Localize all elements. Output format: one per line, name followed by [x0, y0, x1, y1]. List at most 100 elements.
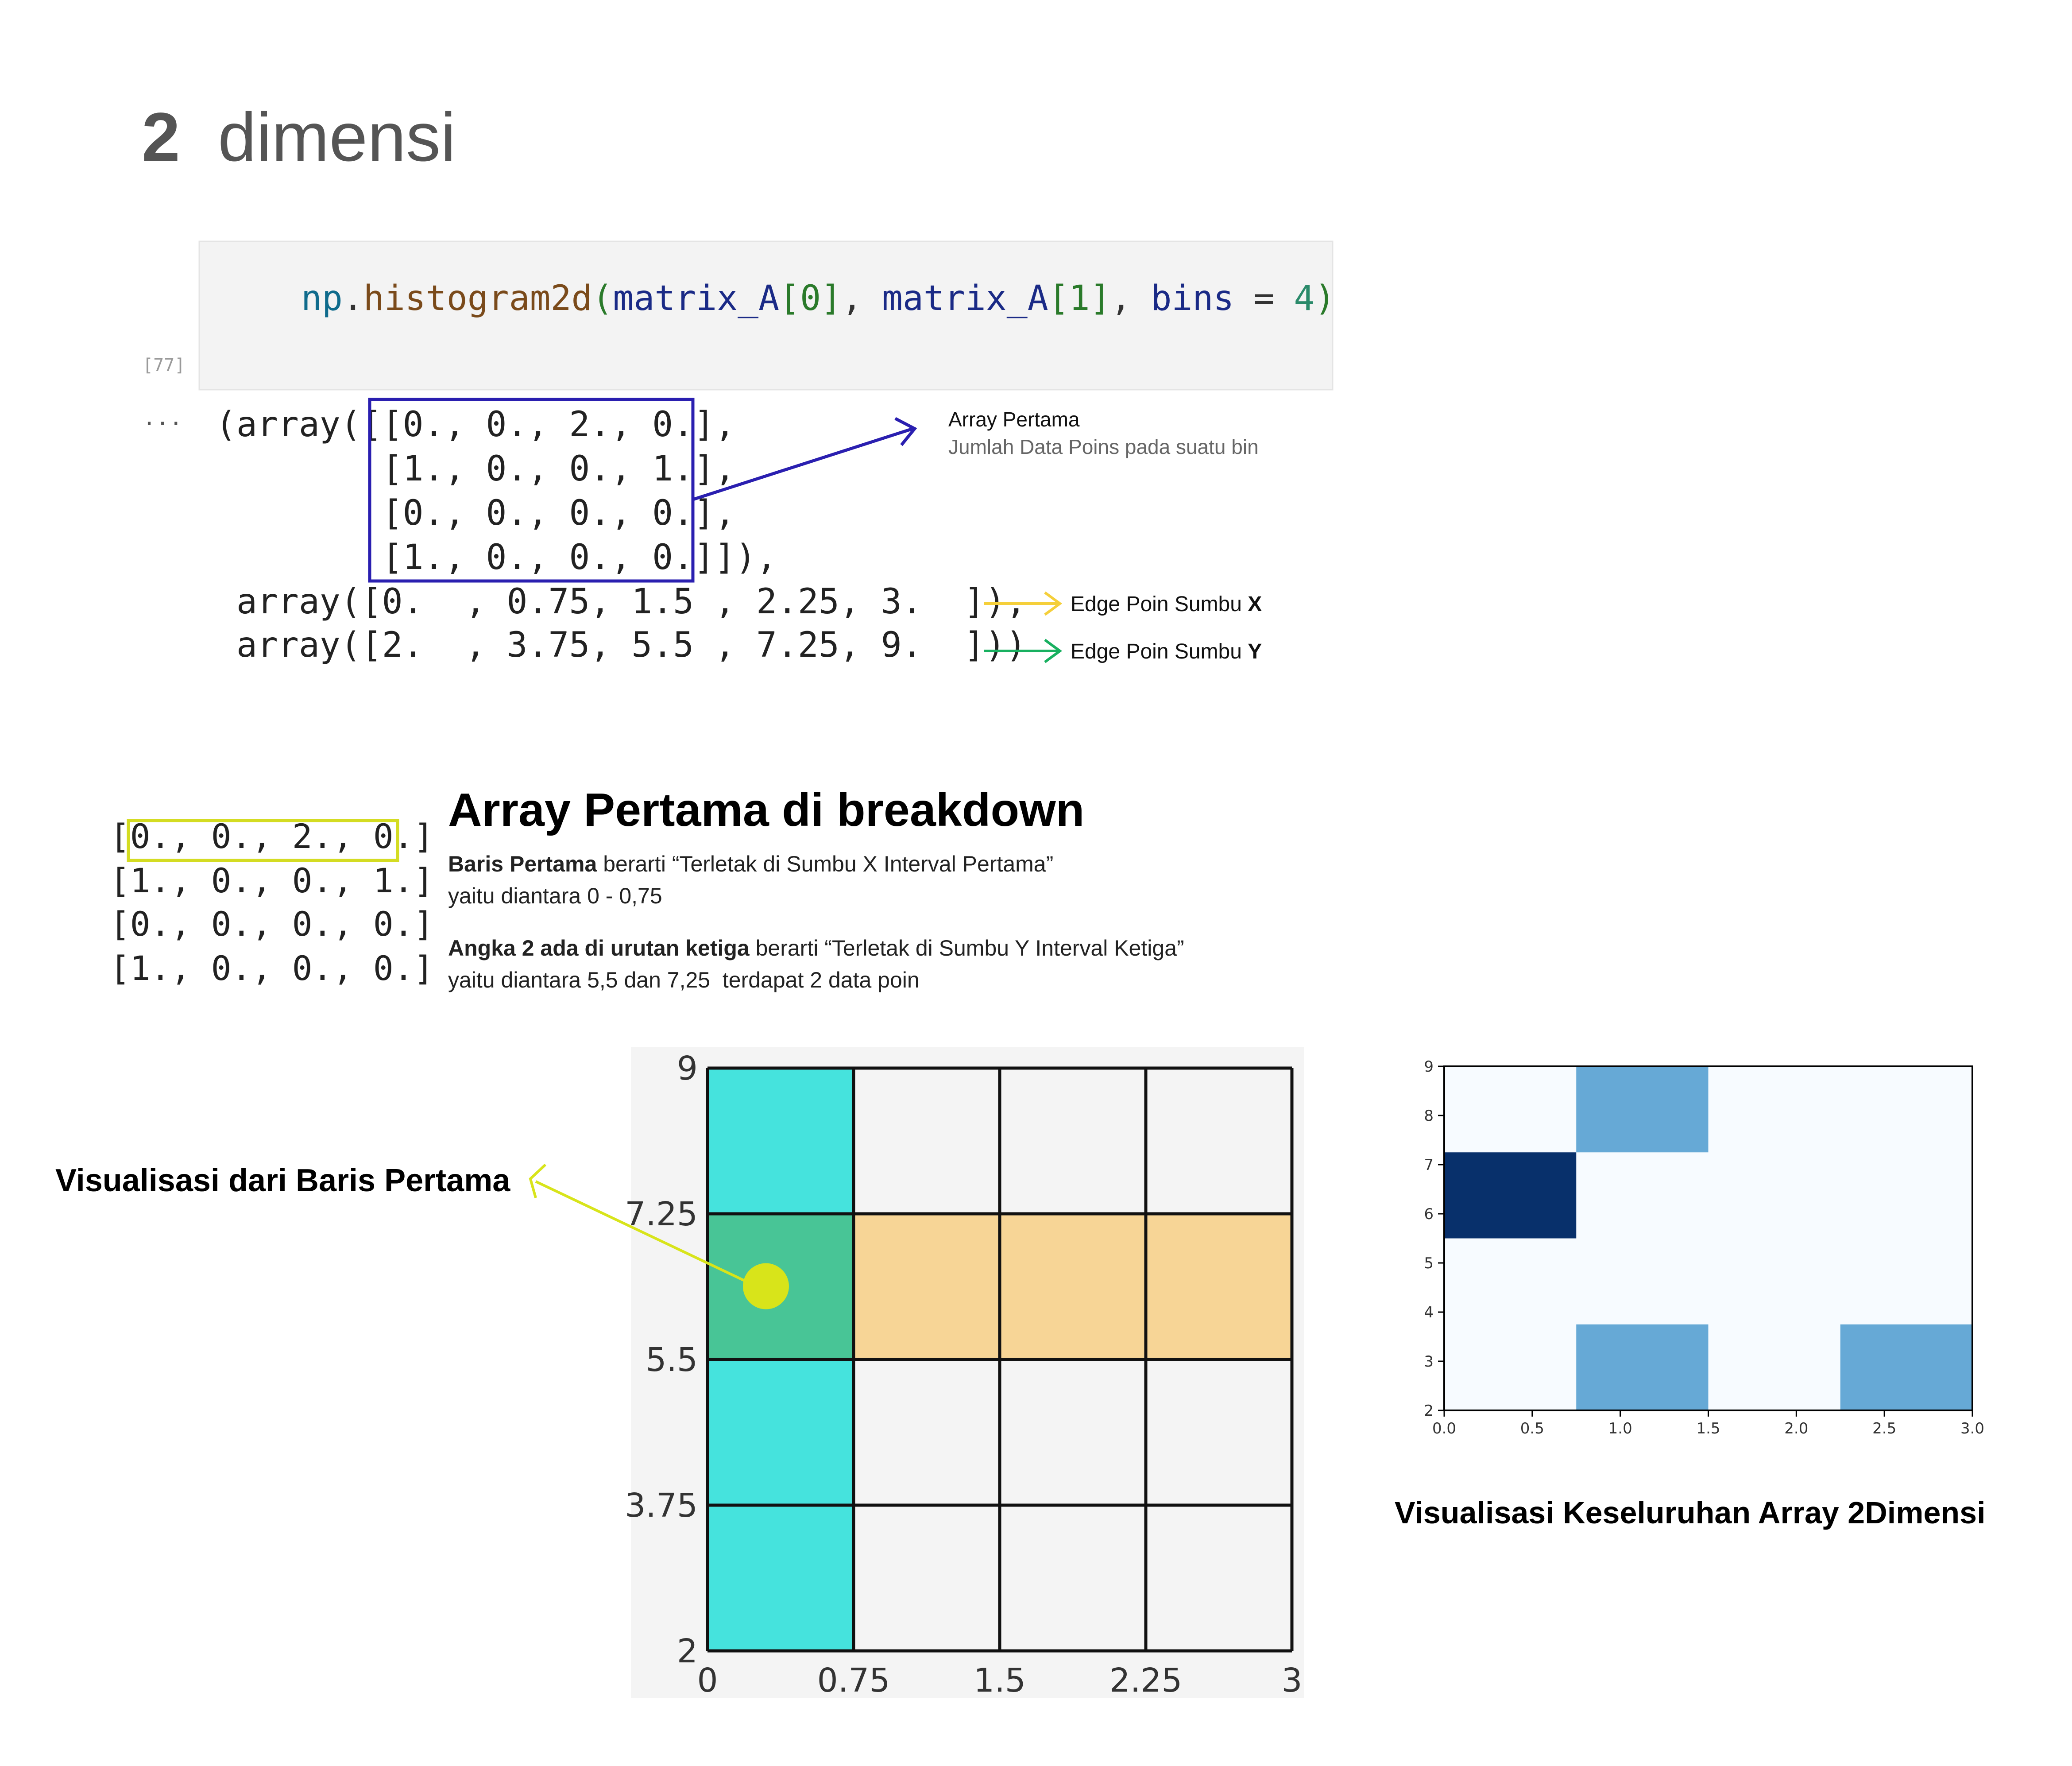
breakdown-section: [0., 0., 2., 0.] [1., 0., 0., 1.] [0., 0… — [110, 784, 1184, 992]
bin-grid-marker-group — [743, 1263, 789, 1309]
hist2d-cells — [1444, 1066, 1972, 1410]
grid-cell-3-1 — [1146, 1359, 1292, 1505]
code-object: np — [301, 279, 343, 318]
code-kwarg: bins — [1151, 279, 1234, 318]
code-dot: . — [343, 279, 363, 318]
breakdown-para1-rest: berarti “Terletak di Sumbu X Interval Pe… — [597, 852, 1053, 876]
output-ellipsis: ... — [143, 405, 182, 430]
array-title: Array Pertama — [948, 408, 1080, 431]
code-cell-editor[interactable] — [198, 240, 1334, 391]
bin-grid-cells — [707, 1068, 1292, 1651]
edge-y-arrow-head — [1044, 639, 1063, 663]
heading-text: 2 dimensi — [142, 99, 456, 176]
code-number: 4 — [1294, 279, 1314, 318]
grid-cell-2-0 — [1000, 1505, 1146, 1651]
hist2d-x-tick-label: 2.0 — [1784, 1420, 1808, 1437]
breakdown-matrix-row-1: [0., 0., 2., 0.] — [110, 817, 434, 856]
breakdown-para1-bold: Baris Pertama — [448, 852, 597, 876]
edge-y-axis: Y — [1248, 640, 1262, 663]
output-line-4: [1., 0., 0., 0.]]), — [216, 538, 777, 577]
whole-array-label: Visualisasi Keseluruhan Array 2Dimensi — [1395, 1495, 1986, 1530]
breakdown-matrix-row-4: [1., 0., 0., 0.] — [110, 949, 434, 988]
code-comma2: , — [1111, 279, 1132, 318]
bin-grid-y-ticks: 23.755.57.259 — [625, 1050, 698, 1670]
output-line-5: array([0. , 0.75, 1.5 , 2.25, 3. ]), — [216, 582, 1026, 622]
code-line: np.histogram2d(matrix_A[0],matrix_A[1],b… — [301, 279, 1335, 318]
breakdown-para1-line2: yaitu diantara 0 - 0,75 — [448, 883, 662, 908]
hist2d-x-tick-label: 1.0 — [1608, 1420, 1632, 1437]
hist2d-x-tick-label: 0.5 — [1520, 1420, 1544, 1437]
breakdown-title: Array Pertama di breakdown — [448, 784, 1084, 836]
edge-x-prefix: Edge Poin Sumbu — [1071, 593, 1248, 616]
grid-x-tick-label: 1.5 — [974, 1661, 1026, 1700]
hist2d-y-tick-label: 7 — [1424, 1156, 1434, 1174]
grid-marker-dot — [743, 1263, 789, 1309]
grid-cell-3-0 — [1146, 1505, 1292, 1651]
hist2d-y-tick-label: 2 — [1424, 1402, 1434, 1420]
hist2d-y-tick-label: 4 — [1424, 1304, 1434, 1321]
grid-y-tick-label: 3.75 — [625, 1487, 698, 1525]
heading-word: dimensi — [218, 99, 456, 176]
grid-cell-3-2 — [1146, 1214, 1292, 1359]
hist2d-cell — [1444, 1152, 1577, 1239]
output-line-1: (array([[0., 0., 2., 0.], — [216, 405, 735, 445]
array-arrow-line — [692, 427, 914, 501]
execution-counter: [77] — [143, 355, 185, 376]
grid-cell-3-3 — [1146, 1068, 1292, 1214]
breakdown-para2: Angka 2 ada di urutan ketiga berarti “Te… — [448, 936, 1184, 960]
grid-cell-1-2 — [854, 1214, 1000, 1359]
grid-x-tick-label: 0 — [697, 1661, 718, 1700]
grid-y-tick-label: 9 — [677, 1050, 698, 1088]
grid-cell-1-1 — [854, 1359, 1000, 1505]
grid-cell-2-2 — [1000, 1214, 1146, 1359]
edge-y-prefix: Edge Poin Sumbu — [1071, 640, 1248, 663]
edge-annotations: Edge Poin Sumbu X Edge Poin Sumbu Y — [984, 591, 1262, 663]
code-arg1-name: matrix_A — [613, 279, 779, 318]
edge-y-label: Edge Poin Sumbu Y — [1071, 640, 1262, 663]
code-arg2-index: [1] — [1048, 279, 1111, 318]
grid-x-tick-label: 2.25 — [1109, 1661, 1183, 1700]
array-description: Jumlah Data Poins pada suatu bin — [948, 435, 1259, 458]
cell-output: ... (array([[0., 0., 2., 0.], [1., 0., 0… — [143, 405, 1026, 665]
output-line-3: [0., 0., 0., 0.], — [216, 493, 735, 533]
edge-x-label: Edge Poin Sumbu X — [1071, 593, 1262, 616]
breakdown-para2-bold: Angka 2 ada di urutan ketiga — [448, 936, 750, 960]
hist2d-y-tick-label: 8 — [1424, 1107, 1434, 1125]
bin-grid-lines — [706, 1066, 1294, 1653]
grid-cell-2-1 — [1000, 1359, 1146, 1505]
grid-cell-0-1 — [707, 1359, 854, 1505]
grid-y-tick-label: 2 — [677, 1632, 698, 1670]
grid-label-group: Visualisasi dari Baris Pertama — [55, 1163, 748, 1283]
code-paren-close: ) — [1314, 279, 1335, 318]
grid-label-arrow-head — [529, 1163, 547, 1198]
hist2d-cell — [1576, 1066, 1709, 1153]
breakdown-matrix-row-3: [0., 0., 0., 0.] — [110, 904, 434, 944]
hist2d-y-tick-label: 9 — [1424, 1058, 1434, 1076]
hist2d-y-tick-label: 6 — [1424, 1205, 1434, 1223]
output-line-6: array([2. , 3.75, 5.5 , 7.25, 9. ])) — [216, 625, 1026, 665]
hist2d-cell — [1840, 1324, 1972, 1410]
grid-cell-1-3 — [854, 1068, 1000, 1214]
grid-label: Visualisasi dari Baris Pertama — [55, 1163, 510, 1198]
grid-y-tick-label: 5.5 — [646, 1341, 698, 1379]
breakdown-para2-line2: yaitu diantara 5,5 dan 7,25 terdapat 2 d… — [448, 968, 920, 992]
grid-cell-2-3 — [1000, 1068, 1146, 1214]
hist2d-x-tick-label: 3.0 — [1960, 1420, 1984, 1437]
hist2d-cell — [1576, 1324, 1709, 1410]
breakdown-matrix-row-2: [1., 0., 0., 1.] — [110, 861, 434, 900]
grid-cell-0-0 — [707, 1505, 854, 1651]
breakdown-para2-rest: berarti “Terletak di Sumbu Y Interval Ke… — [750, 936, 1184, 960]
grid-x-tick-label: 3 — [1281, 1661, 1302, 1700]
array-annotation: Array Pertama Jumlah Data Poins pada sua… — [368, 398, 1259, 583]
hist2d-x-tick-label: 2.5 — [1872, 1420, 1896, 1437]
hist2d-y-tick-label: 3 — [1424, 1353, 1434, 1371]
array-arrow-head — [894, 417, 917, 446]
code-arg2-name: matrix_A — [882, 279, 1048, 318]
